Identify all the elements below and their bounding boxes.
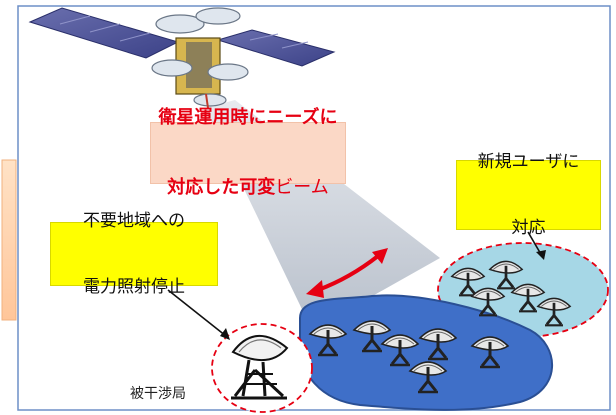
variable-beam-label-line2: 対応した可変ビーム (158, 176, 337, 199)
victim-station-label: 被干渉局 (130, 386, 186, 402)
new-user-callout-line1: 新規ユーザに (477, 151, 580, 172)
variable-beam-label-line2-suffix: ビーム (275, 177, 329, 199)
power-stop-callout: 不要地域への 電力照射停止 (50, 211, 218, 297)
variable-beam-label-line1: 衛星運用時にニーズに (158, 107, 338, 129)
curved-double-arrow-icon (306, 248, 388, 298)
new-user-callout-line2: 対応 (511, 218, 546, 239)
power-stop-pointer-arrow (167, 289, 230, 340)
large-dish-antenna-icon (231, 334, 289, 400)
diagram-frame (17, 5, 611, 411)
power-stop-callout-line1: 不要地域への (83, 210, 185, 231)
new-user-callout: 新規ユーザに 対応 (456, 152, 601, 238)
variable-beam-label: 衛星運用時にニーズに 対応した可変ビーム (150, 107, 346, 198)
new-user-pointer-arrow (527, 231, 546, 260)
power-stop-callout-line2: 電力照射停止 (83, 277, 185, 298)
variable-beam-label-line2-prefix: 対応した可変 (167, 177, 276, 199)
left-side-panel (1, 159, 17, 321)
satellite-icon (28, 7, 336, 109)
